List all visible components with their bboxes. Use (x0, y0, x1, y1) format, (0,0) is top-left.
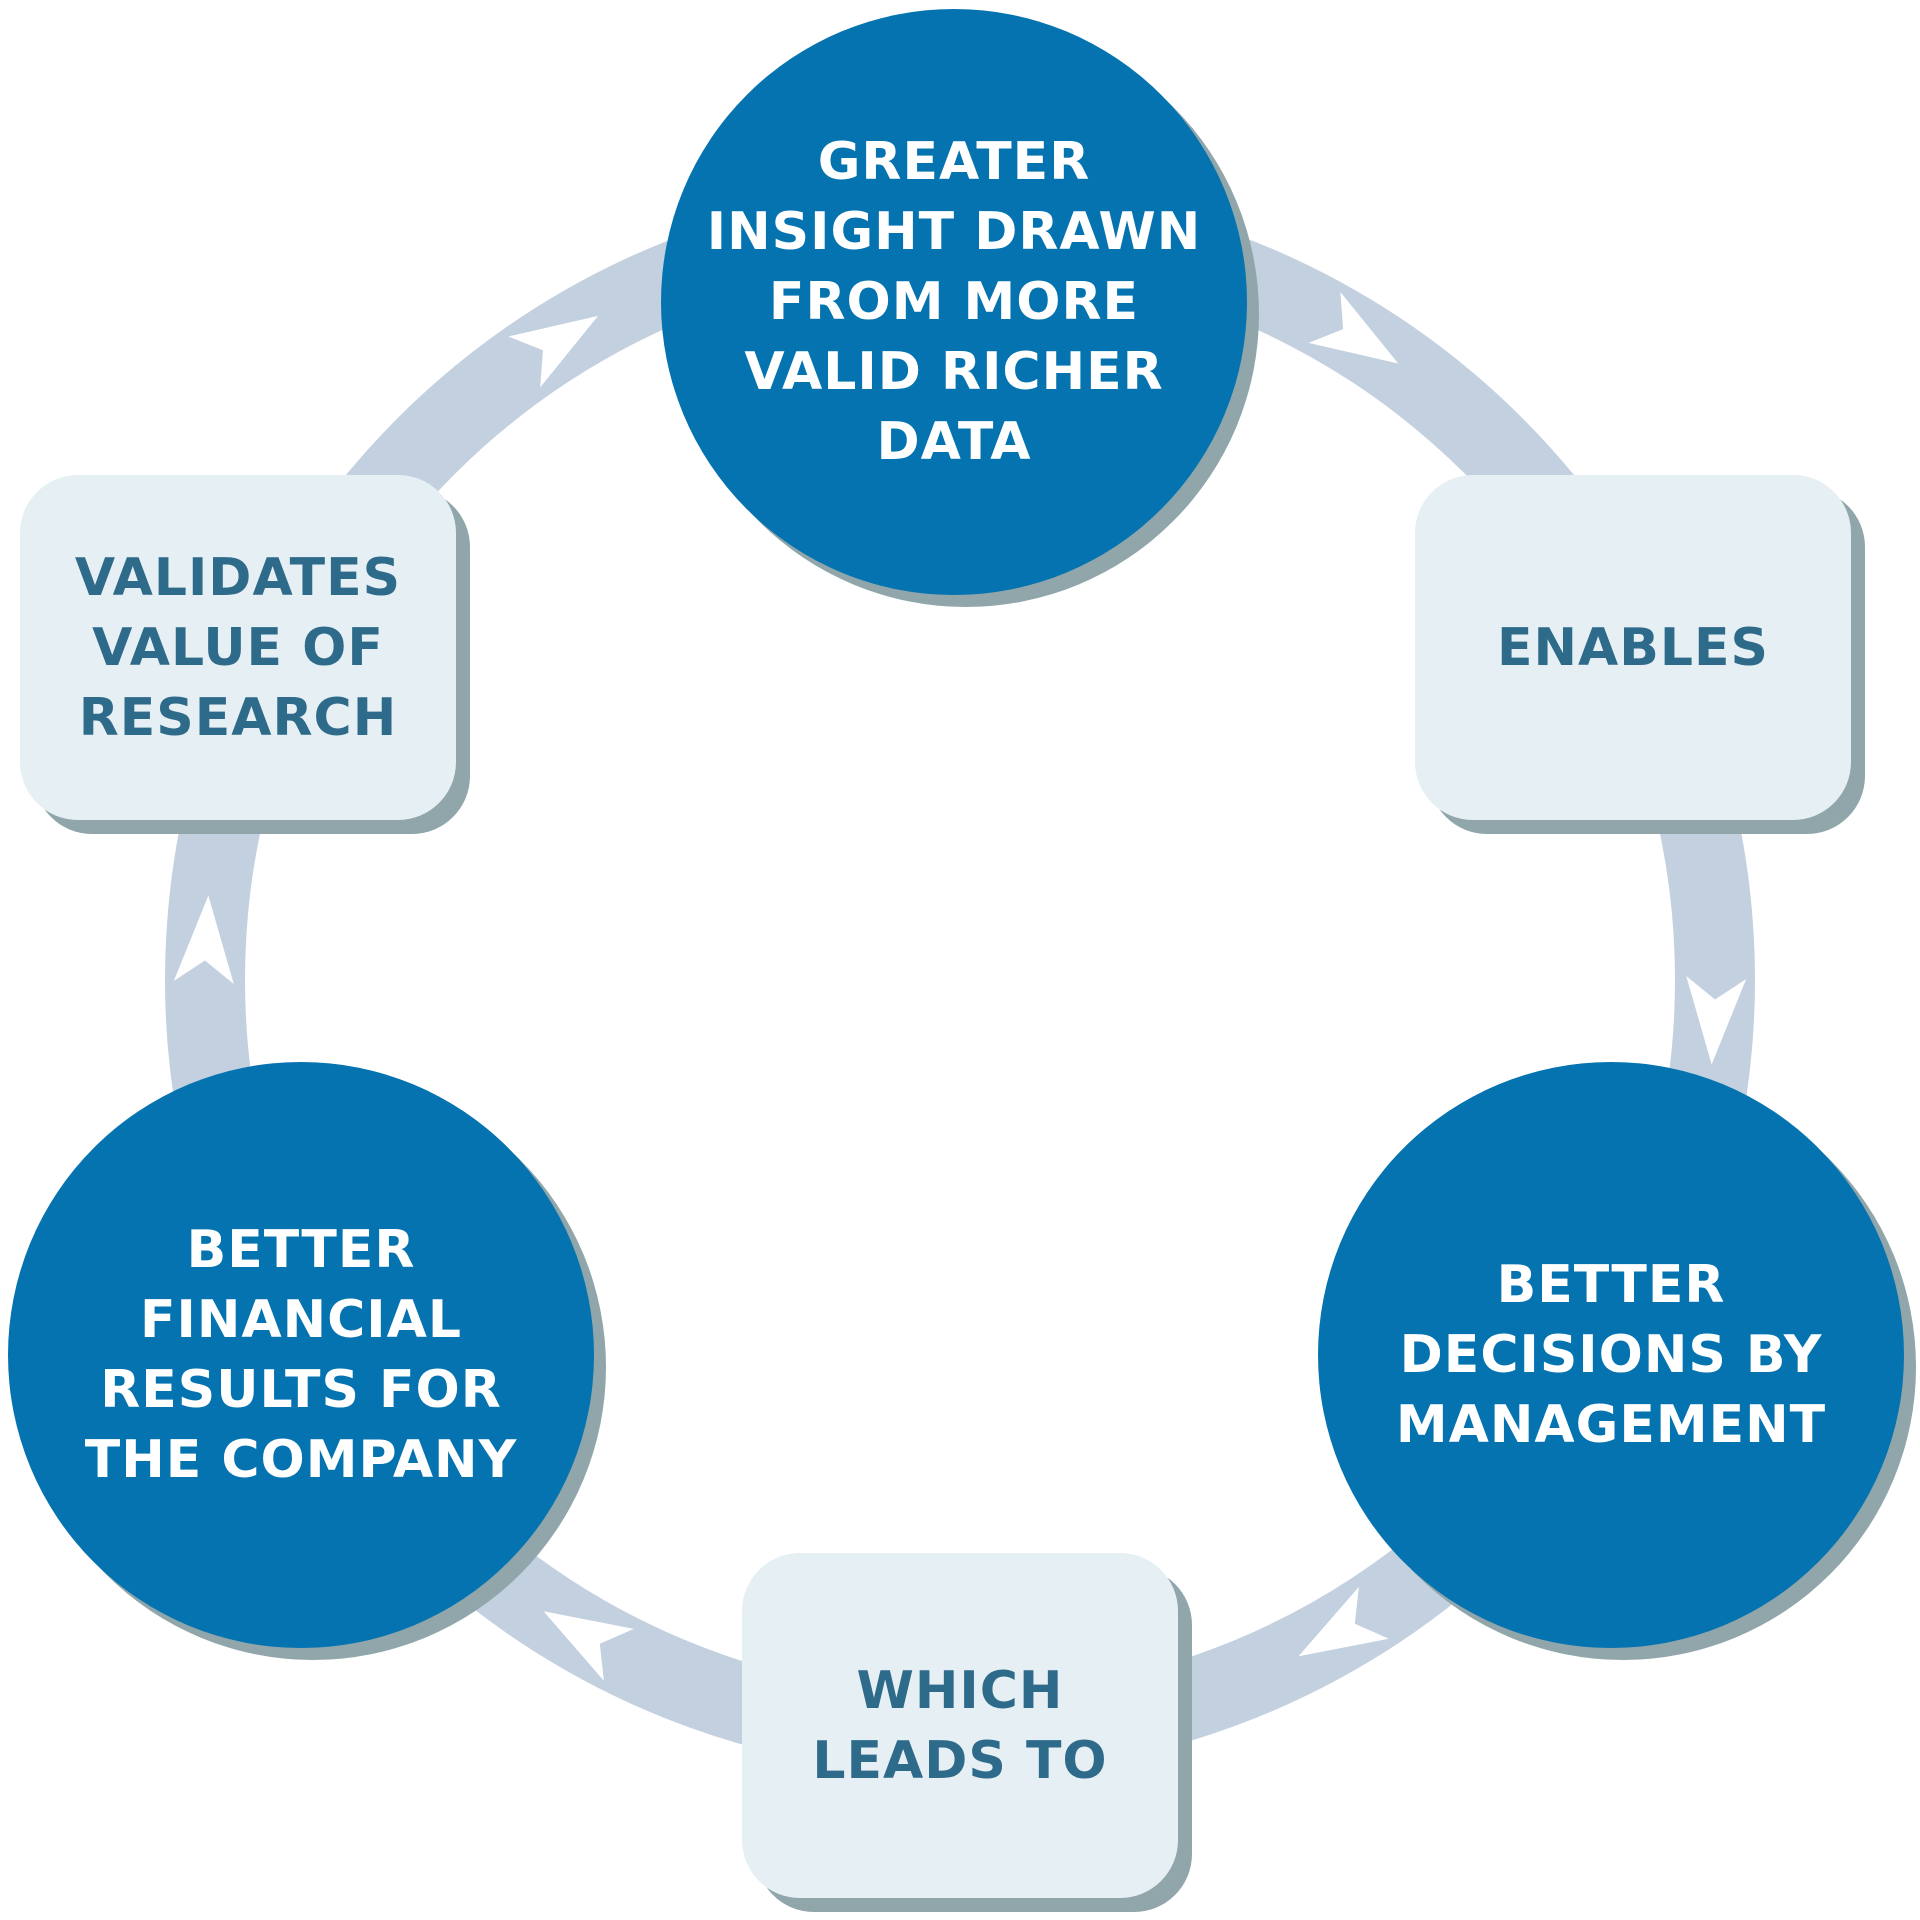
node-which-leads-to: WHICH LEADS TO (742, 1553, 1178, 1898)
node-better-financial-results: BETTER FINANCIAL RESULTS FOR THE COMPANY (8, 1062, 594, 1648)
node-better-decisions: BETTER DECISIONS BY MANAGEMENT (1318, 1062, 1904, 1648)
node-which-leads-to-label: WHICH LEADS TO (812, 1660, 1108, 1791)
node-enables: ENABLES (1415, 475, 1851, 820)
node-validates-value: VALIDATES VALUE OF RESEARCH (20, 475, 456, 820)
arrow-to-leads-to-icon (1298, 1586, 1389, 1657)
node-greater-insight: GREATER INSIGHT DRAWN FROM MORE VALID RI… (661, 9, 1247, 595)
node-better-decisions-label: BETTER DECISIONS BY MANAGEMENT (1395, 1255, 1827, 1455)
node-enables-label: ENABLES (1496, 617, 1770, 678)
arrow-to-enables-icon (1308, 292, 1399, 364)
arrow-to-validates-icon (173, 895, 234, 985)
arrow-to-financial-icon (543, 1611, 634, 1681)
node-greater-insight-label: GREATER INSIGHT DRAWN FROM MORE VALID RI… (706, 132, 1202, 472)
arrow-to-insight-icon (508, 315, 599, 388)
node-validates-value-label: VALIDATES VALUE OF RESEARCH (74, 547, 402, 748)
node-better-financial-results-label: BETTER FINANCIAL RESULTS FOR THE COMPANY (84, 1220, 518, 1490)
arrow-to-decisions-icon (1686, 975, 1747, 1065)
